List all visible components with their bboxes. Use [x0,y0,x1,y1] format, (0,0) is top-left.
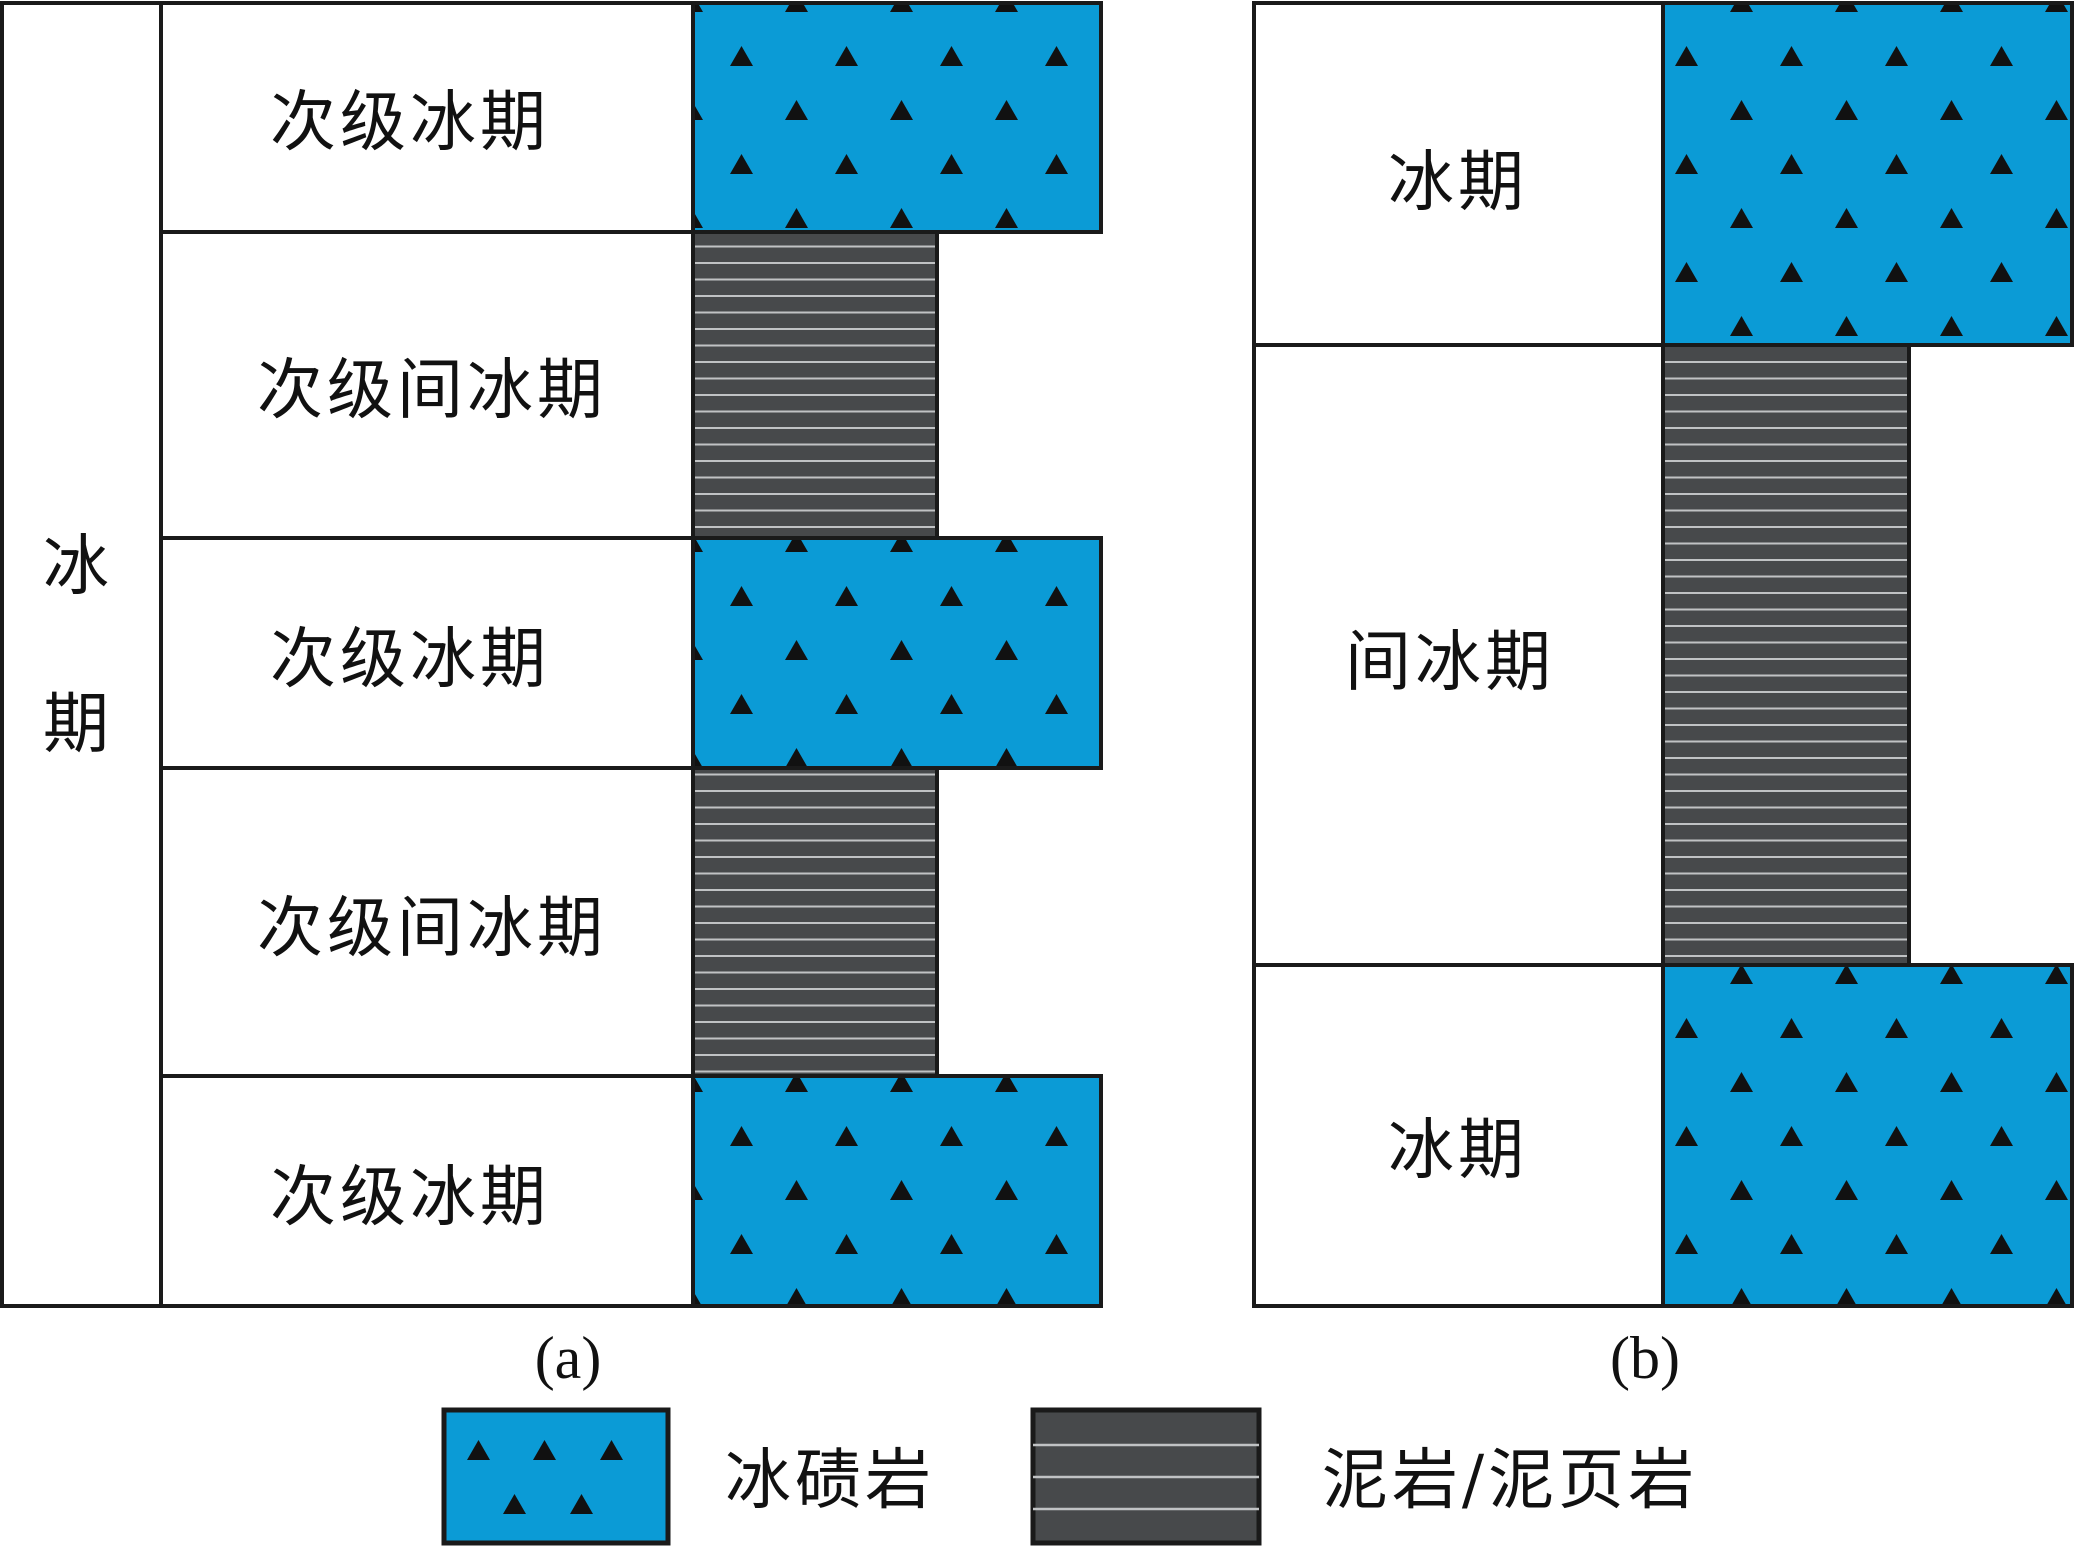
triangle-pattern-icon [441,1407,671,1546]
panel-a-caption: (a) [535,1325,602,1391]
panel-a-row-3-tillite-bar [691,536,1103,770]
panel-b-row-1-cell [1252,1,1665,347]
legend-item-tillite: 冰碛岩 [441,1407,935,1546]
panel-b-caption: (b) [1610,1325,1680,1391]
legend-label-mudstone: 泥岩/泥页岩 [1322,1442,1698,1519]
panel-a-row-4-mudstone-bar [691,766,939,1078]
panel-b-row-1-label: 冰期 [1388,144,1528,221]
panel-a-row-1-cell [159,1,695,234]
panel-a: 冰 期 次级冰期 次级间冰期 次级冰期 次级间冰期 次级冰期 (a) [0,1,1103,1391]
panel-a-row-3-cell [159,536,695,770]
panel-a-row-3-label: 次级冰期 [270,621,550,698]
horizontal-lines-pattern-icon [1030,1407,1262,1546]
panel-a-row-4-cell [159,766,695,1078]
panel-b-row-3-tillite-bar [1661,963,2074,1308]
panel-b-row-2-mudstone-bar [1661,343,1911,967]
panel-a-outer-glacial-column [0,1,163,1308]
panel-b-row-3-cell [1252,963,1665,1308]
panel-a-row-5-tillite-bar [691,1074,1103,1308]
panel-a-outer-label-char-2: 期 [43,686,113,763]
legend-item-mudstone: 泥岩/泥页岩 [1030,1407,1698,1546]
panel-a-row-2-mudstone-bar [691,230,939,540]
panel-b-row-3-label: 冰期 [1388,1112,1528,1189]
panel-a-outer-label-char-1: 冰 [43,528,113,605]
panel-b-row-2-label: 间冰期 [1345,624,1555,701]
legend-label-tillite: 冰碛岩 [725,1442,935,1519]
panel-a-row-2-cell [159,230,695,540]
panel-a-row-5-cell [159,1074,695,1308]
panel-a-row-2-label: 次级间冰期 [257,352,607,429]
legend: 冰碛岩 泥岩/泥页岩 [441,1407,1698,1546]
panel-b-row-1-tillite-bar [1661,1,2074,347]
panel-a-row-1-tillite-bar [691,1,1103,234]
panel-a-row-4-label: 次级间冰期 [257,890,607,967]
panel-a-row-5-label: 次级冰期 [270,1159,550,1236]
panel-b: 冰期 间冰期 冰期 (b) [1252,1,2074,1391]
panel-a-row-1-label: 次级冰期 [270,84,550,161]
